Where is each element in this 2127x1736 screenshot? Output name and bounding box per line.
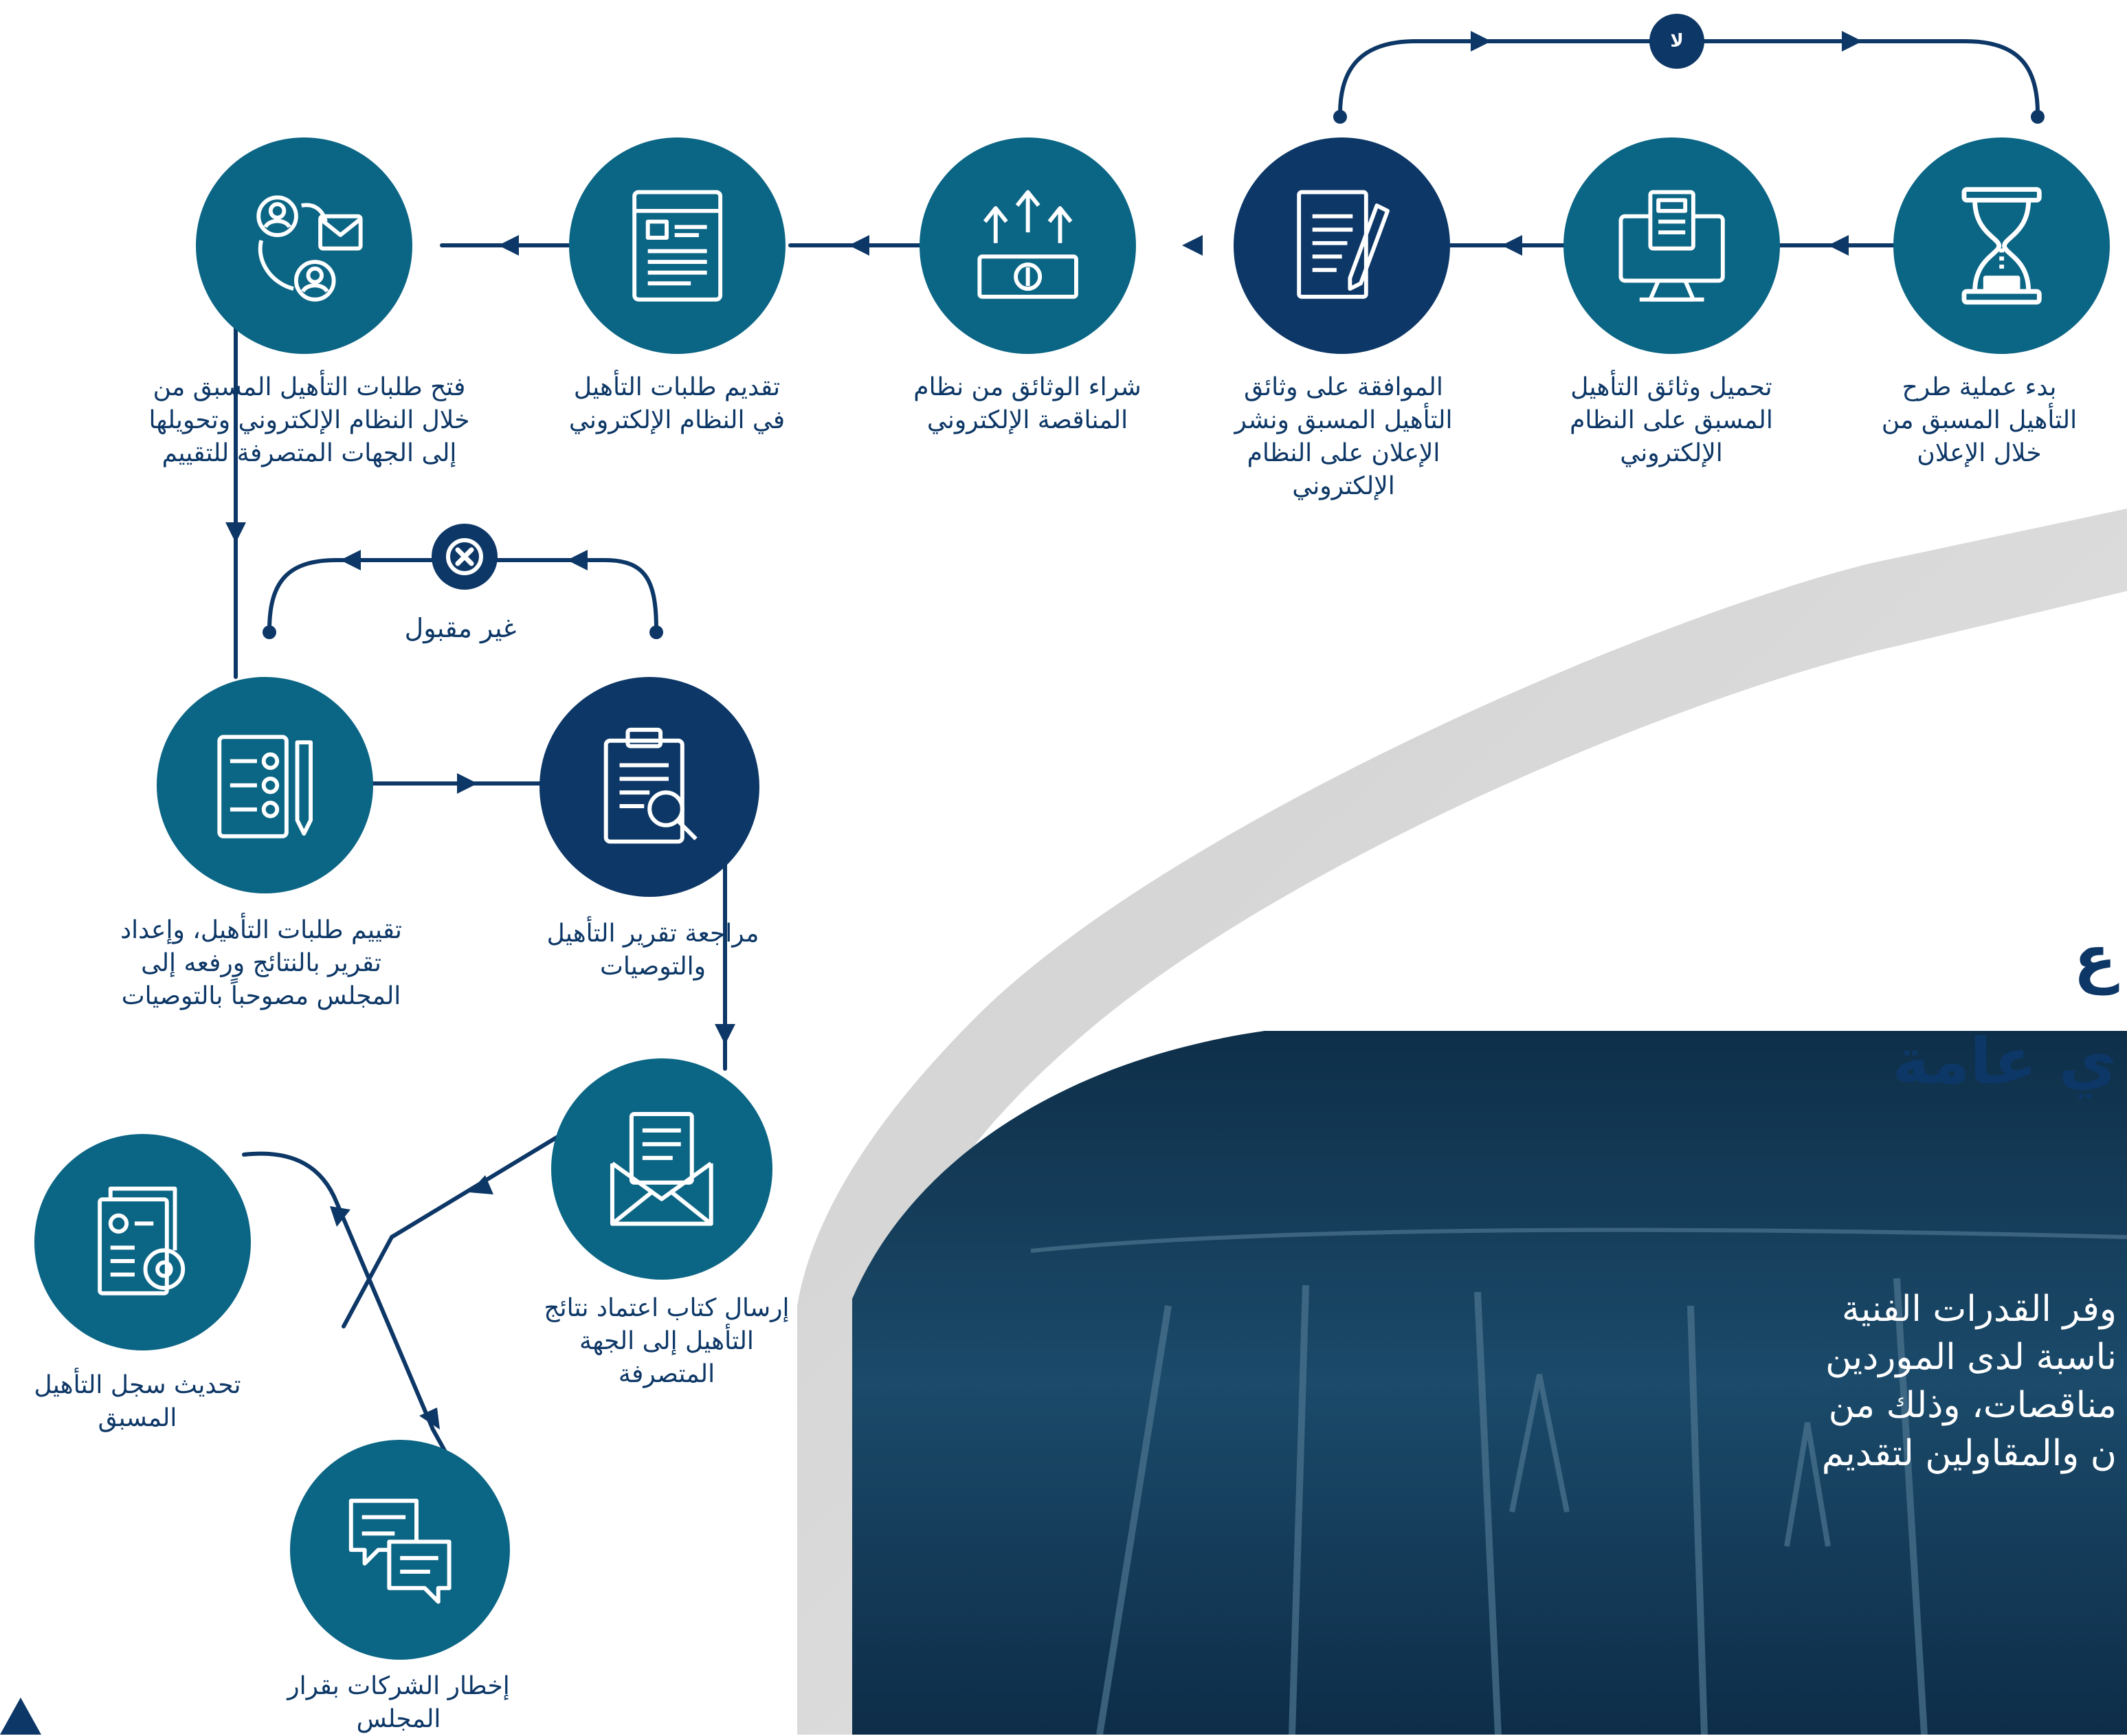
chat-bubbles-icon <box>348 1498 452 1604</box>
arrow-head <box>469 1175 493 1194</box>
step-label-s3: الموافقة على وثائق التأهيل المسبق ونشر ا… <box>1234 373 1453 500</box>
step-node-s3 <box>1234 137 1450 354</box>
close-icon <box>446 538 483 575</box>
photo-silhouettes <box>1030 1227 2127 1735</box>
dark-photo-panel <box>852 1031 2127 1735</box>
checklist-pencil-icon <box>217 735 313 838</box>
arrow-head <box>1182 235 1203 256</box>
step-node-s9 <box>551 1058 772 1280</box>
arrow-head <box>567 550 588 570</box>
step-node-s6 <box>196 137 412 354</box>
documents-gear-icon <box>98 1186 186 1295</box>
step-label-s8: مراجعة تقرير التأهيل والتوصيات <box>546 920 759 981</box>
form-document-icon <box>632 190 722 302</box>
arrow-head <box>340 550 361 570</box>
step-label-s11: إخطار الشركات بقرار المجلس <box>287 1672 510 1733</box>
step-node-s8 <box>539 677 759 897</box>
document-pen-icon <box>1297 190 1390 299</box>
loop-endpoint <box>2031 110 2045 124</box>
arrow-head <box>457 773 478 794</box>
loop-badge-text: لا <box>1670 31 1684 52</box>
reject-endpoint <box>263 625 276 639</box>
step-node-s11 <box>290 1440 510 1660</box>
arrow-head <box>1502 235 1522 256</box>
hourglass-icon <box>1961 187 2042 304</box>
people-mail-exchange-icon <box>256 195 363 302</box>
reject-icon <box>432 524 498 590</box>
reject-endpoint <box>649 625 663 639</box>
arrow-head <box>1828 235 1849 256</box>
step-label-s4: شراء الوثائق من نظام المناقصة الإلكتروني <box>913 373 1142 434</box>
step-node-s10 <box>34 1134 251 1350</box>
arrow-head <box>715 1024 735 1045</box>
reject-label: غير مقبول <box>404 613 517 643</box>
step-node-s5 <box>569 137 786 354</box>
loop-endpoint <box>1333 110 1347 124</box>
connector-branch-s11 <box>342 1235 394 1328</box>
step-label-s7: تقييم طلبات التأهيل، وإعداد تقرير بالنتا… <box>120 916 402 1010</box>
envelope-letter-icon <box>610 1112 713 1226</box>
step-label-s1: بدء عملية طرح التأهيل المسبق من خلال الإ… <box>1881 373 2078 467</box>
arrow-head <box>330 1206 350 1227</box>
step-label-s10: تحديث سجل التأهيل المسبق <box>34 1371 241 1432</box>
step-label-s6: فتح طلبات التأهيل المسبق من خلال النظام … <box>148 373 470 467</box>
arrow-head <box>498 235 519 256</box>
step-label-s5: تقديم طلبات التأهيل في النظام الإلكتروني <box>568 373 786 434</box>
clipboard-magnifier-icon <box>603 727 698 844</box>
step-node-s4 <box>920 137 1136 354</box>
promo-body: وفر القدرات الفنية ناسبة لدى الموردين من… <box>1821 1289 2117 1474</box>
arrow-head <box>225 522 246 543</box>
computer-documents-icon <box>1618 190 1725 302</box>
reject-connector <box>267 558 658 632</box>
arrow-head <box>849 235 869 256</box>
step-node-s7 <box>157 677 373 893</box>
money-upload-icon <box>977 190 1078 299</box>
step-node-s2 <box>1563 137 1780 354</box>
promo-title: ع ي عامة <box>1892 922 2117 1098</box>
step-label-s2: تحميل وثائق التأهيل المسبق على النظام ال… <box>1570 373 1773 467</box>
arrow-head <box>419 1407 440 1429</box>
loop-badge: لا <box>1649 14 1704 69</box>
step-node-s1 <box>1893 137 2110 354</box>
arrow-head <box>1842 31 1862 52</box>
bottom-left-triangle <box>0 1698 41 1735</box>
step-label-s9: إرسال كتاب اعتماد نتائج التأهيل إلى الجه… <box>544 1294 790 1388</box>
arrow-head <box>1471 31 1491 52</box>
